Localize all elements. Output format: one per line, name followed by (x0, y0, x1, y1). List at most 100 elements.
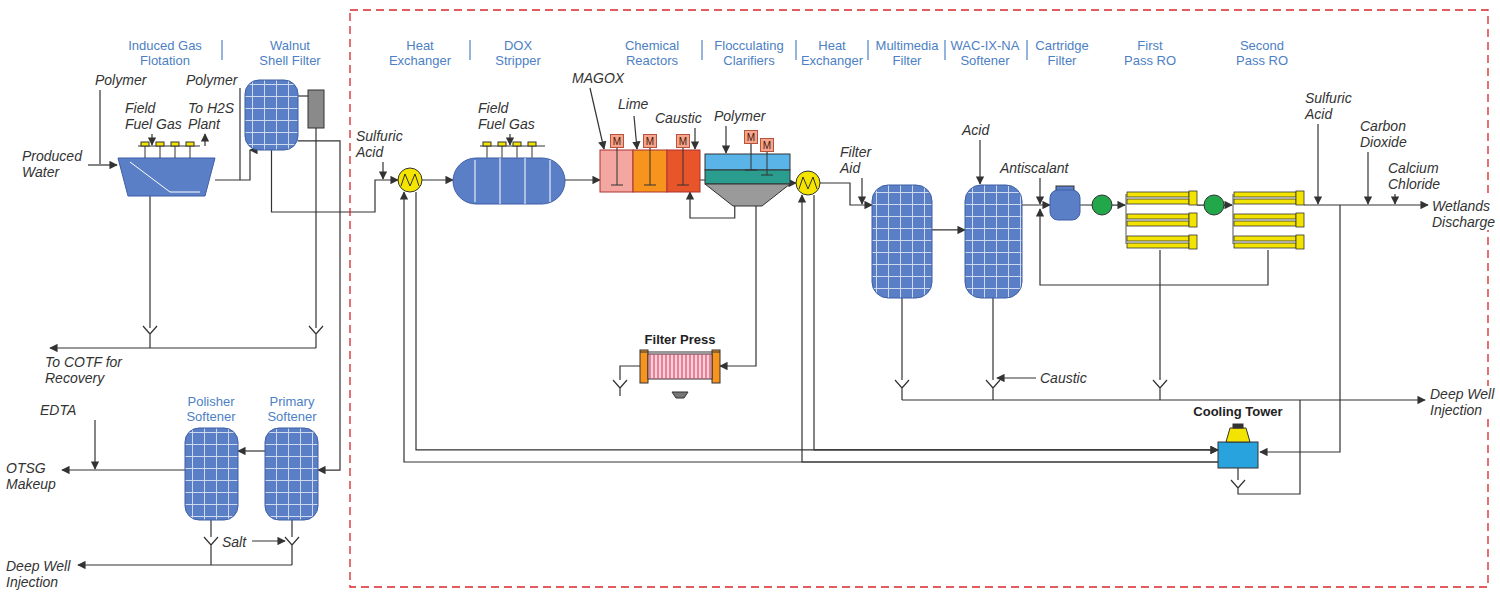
repeated-detail (1234, 243, 1296, 248)
softener-vessel (185, 428, 238, 520)
equipment-label: Heat Exchanger (799, 38, 865, 68)
stream-label: Sulfuric Acid (356, 128, 412, 160)
stream-label: Sulfuric Acid (1305, 90, 1361, 122)
motor-label: M (679, 136, 687, 147)
repeated-detail (1234, 221, 1296, 226)
stream-label: Deep Well Injection (1430, 386, 1498, 418)
heat-exchanger-coil (799, 177, 817, 189)
softener-vessel (265, 428, 318, 520)
tower-body (1226, 428, 1250, 442)
nozzle-cap (513, 142, 521, 146)
equipment-label: Polisher Softener (176, 394, 246, 424)
repeated-detail (1127, 214, 1189, 219)
process-lines (997, 377, 1036, 378)
process-lines (613, 366, 640, 396)
softener-vessel (965, 185, 1022, 298)
process-lines (895, 298, 909, 400)
stream-label: Filter Aid (840, 144, 880, 176)
motor-box: M (744, 130, 758, 144)
press-plate (640, 350, 648, 383)
equipment-label: Second Pass RO (1234, 38, 1290, 68)
equipment-label: Flocculating Clarifiers (706, 38, 792, 68)
repeated-detail (1233, 194, 1234, 244)
equipment-node: Heat Exchanger (398, 168, 422, 192)
process-lines (1304, 204, 1428, 205)
equipment-label: Walnut Shell Filter (255, 38, 325, 68)
repeated-detail (693, 354, 694, 379)
repeated-detail (1189, 213, 1197, 227)
press-plate (712, 350, 720, 383)
heat-exchanger-coil (401, 174, 419, 186)
process-lines (1317, 124, 1318, 204)
flow-line (790, 182, 796, 183)
repeated-detail (1234, 192, 1296, 197)
process-lines (382, 162, 383, 179)
equipment-node: Cooling Tower (1218, 424, 1258, 468)
equipment-node: Filter Press (640, 350, 720, 383)
repeated-detail (1296, 213, 1304, 227)
walnut-vessel (245, 80, 298, 150)
process-lines (725, 126, 726, 153)
repeated-detail (705, 354, 706, 379)
process-lines (143, 196, 157, 348)
repeated-detail (665, 354, 666, 379)
multimedia-vessel (872, 185, 932, 298)
equipment-node: Induced Gas Flotation (118, 146, 215, 196)
process-lines (861, 178, 862, 204)
motor-label: M (646, 136, 654, 147)
stripper-vessel (453, 158, 565, 204)
equipment-node: Walnut Shell Filter (245, 80, 298, 150)
equipment-node: Multimedia Filter (872, 185, 932, 298)
repeated-detail (653, 354, 654, 379)
clarifier-cone (705, 184, 790, 206)
process-lines (94, 420, 95, 469)
motor-box: M (676, 134, 690, 148)
equipment-label: Heat Exchanger (387, 38, 453, 68)
motor-box: M (610, 134, 624, 148)
equipment-node: First Pass RO (1125, 188, 1197, 254)
process-lines (252, 540, 285, 541)
equipment-node: Heat Exchanger (796, 171, 820, 195)
repeated-detail (1127, 192, 1189, 197)
equipment-label: Filter Press (625, 332, 735, 347)
cartridge-vessel (1050, 190, 1080, 220)
flow-line (238, 450, 265, 451)
repeated-detail (1127, 243, 1189, 248)
motor-label: M (613, 136, 621, 147)
equipment-label: Chemical Reactors (617, 38, 687, 68)
agitator (611, 150, 689, 185)
repeated-detail (1234, 199, 1296, 204)
repeated-detail (701, 354, 702, 379)
flow-line (700, 179, 705, 180)
process-lines (309, 128, 323, 348)
process-lines (1367, 152, 1368, 204)
repeated-detail (1127, 221, 1189, 226)
process-lines (88, 164, 117, 165)
repeated-detail (1127, 199, 1189, 204)
process-lines (50, 88, 1428, 565)
repeated-detail (657, 354, 658, 379)
repeated-detail (709, 354, 710, 379)
stream-label: To H2S Plant (188, 100, 238, 132)
flow-line (932, 229, 965, 230)
stream-label: Lime (618, 96, 648, 112)
repeated-detail (1296, 191, 1304, 205)
agitator (745, 154, 773, 175)
equipment-label: Primary Softener (257, 394, 327, 424)
stream-label: Wetlands Discharge (1432, 198, 1498, 230)
motor-label: M (747, 132, 755, 143)
equipment-label: Multimedia Filter (870, 38, 944, 68)
gas-nozzles (480, 146, 545, 158)
process-lines (979, 140, 980, 184)
press-body (648, 354, 712, 379)
flotation-baffle (130, 162, 200, 192)
nozzle-cap (186, 142, 194, 146)
process-lines (204, 134, 205, 146)
repeated-detail (1189, 191, 1197, 205)
clarifier-zone (705, 170, 790, 184)
flow-line (422, 179, 453, 180)
stream-label: Antiscalant (1000, 160, 1068, 176)
gas-nozzles (138, 146, 200, 158)
